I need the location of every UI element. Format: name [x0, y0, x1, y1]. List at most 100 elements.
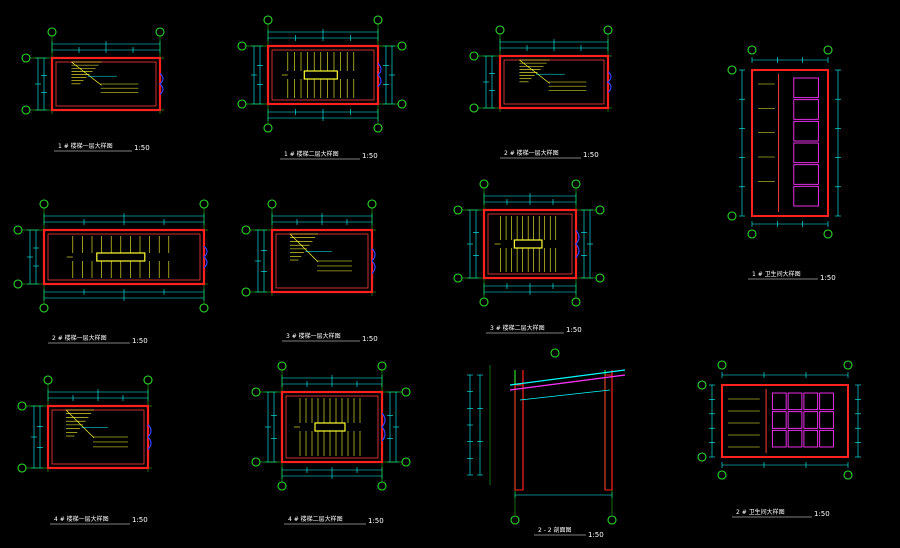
- interior-wall-face: [55, 61, 157, 107]
- drawing-captions: 1 # 楼梯一层大样图 1:50 1 # 楼梯二层大样图 1:50 2 # 楼梯一层大样…: [48, 142, 836, 539]
- grid-axis-bubble: [717, 360, 727, 370]
- toilet-stall: [793, 99, 819, 120]
- caption-title: 4 # 楼梯一层大样图: [54, 515, 109, 523]
- interior-wall-face: [503, 59, 605, 105]
- toilet-exterior-wall: [751, 69, 829, 217]
- toilet-stall: [771, 392, 787, 411]
- stair-plan: [469, 25, 613, 113]
- grid-axis-bubble: [39, 199, 49, 209]
- stair-cut-line: [71, 61, 102, 86]
- grid-axis-bubble: [595, 273, 605, 283]
- section-column: [514, 384, 524, 491]
- grid-axis-bubble: [251, 457, 261, 467]
- grid-axis-bubble: [199, 303, 209, 313]
- caption-title: 2 # 楼梯一层大样图: [52, 334, 107, 342]
- roof-purlin: [519, 389, 611, 401]
- toilet-plan: [697, 360, 861, 480]
- grid-axis-bubble: [241, 287, 251, 297]
- grid-axis-bubble: [277, 361, 287, 371]
- grid-axis-bubble: [199, 199, 209, 209]
- stair-plan: [251, 361, 411, 491]
- grid-axis-bubble: [373, 123, 383, 133]
- plan-drawings: [13, 15, 861, 525]
- door-swing: [377, 62, 382, 88]
- section-drawing: [467, 348, 626, 525]
- stair-plan: [241, 199, 377, 297]
- grid-axis-bubble: [747, 45, 757, 55]
- grid-axis-bubble: [571, 179, 581, 189]
- grid-axis-bubble: [843, 470, 853, 480]
- caption-scale: 1:50: [588, 531, 604, 539]
- roof-line: [509, 369, 626, 386]
- grid-axis-bubble: [397, 41, 407, 51]
- stair-plan: [237, 15, 407, 133]
- grid-axis-bubble: [697, 380, 707, 390]
- section-column: [604, 374, 613, 491]
- grid-axis-bubble: [571, 297, 581, 307]
- door-swing: [607, 71, 612, 93]
- interior-wall-face: [275, 233, 369, 289]
- grid-axis-bubble: [495, 25, 505, 35]
- grid-axis-bubble: [377, 361, 387, 371]
- caption-scale: 1:50: [362, 335, 378, 343]
- caption-title: 2 - 2 剖面图: [538, 526, 572, 534]
- door-swing: [147, 424, 152, 450]
- stair-plan: [21, 27, 165, 115]
- toilet-stall: [787, 392, 803, 411]
- grid-axis-bubble: [373, 15, 383, 25]
- toilet-stall: [793, 164, 819, 185]
- caption-title: 4 # 楼梯二层大样图: [288, 515, 343, 523]
- grid-axis-bubble: [17, 401, 27, 411]
- caption-scale: 1:50: [814, 510, 830, 518]
- grid-axis-bubble: [697, 452, 707, 462]
- toilet-stall: [793, 185, 819, 207]
- door-swing: [371, 248, 376, 274]
- grid-axis-bubble: [401, 387, 411, 397]
- grid-axis-bubble: [717, 470, 727, 480]
- toilet-stall: [819, 392, 834, 411]
- stair-well: [513, 239, 543, 249]
- caption-scale: 1:50: [132, 337, 148, 345]
- toilet-stall: [819, 411, 834, 429]
- toilet-stall: [787, 429, 803, 448]
- caption-title: 1 # 楼梯一层大样图: [58, 142, 113, 150]
- grid-axis-bubble: [263, 15, 273, 25]
- grid-axis-bubble: [727, 211, 737, 221]
- grid-axis-bubble: [453, 273, 463, 283]
- stair-well: [96, 252, 146, 262]
- grid-axis-bubble: [367, 199, 377, 209]
- caption-title: 1 # 楼梯二层大样图: [284, 150, 339, 158]
- grid-axis-bubble: [277, 481, 287, 491]
- stair-plan: [453, 179, 605, 307]
- grid-axis-bubble: [510, 515, 520, 525]
- grid-axis-bubble: [469, 51, 479, 61]
- stair-cut-line: [65, 409, 95, 439]
- grid-axis-bubble: [17, 463, 27, 473]
- toilet-stall: [793, 77, 819, 99]
- grid-axis-bubble: [453, 205, 463, 215]
- caption-title: 1 # 卫生间大样图: [752, 270, 801, 278]
- stair-well: [314, 422, 346, 432]
- grid-axis-bubble: [155, 27, 165, 37]
- grid-axis-bubble: [747, 229, 757, 239]
- caption-title: 2 # 楼梯一层大样图: [504, 149, 559, 157]
- toilet-stall: [787, 411, 803, 429]
- grid-axis-bubble: [21, 53, 31, 63]
- grid-axis-bubble: [823, 229, 833, 239]
- toilet-stall: [803, 411, 819, 429]
- interior-wall-face: [271, 49, 375, 101]
- grid-axis-bubble: [263, 123, 273, 133]
- grid-axis-bubble: [237, 41, 247, 51]
- toilet-stall: [793, 120, 819, 142]
- toilet-stall: [819, 429, 834, 448]
- stair-plan: [13, 199, 209, 313]
- grid-axis-bubble: [607, 515, 617, 525]
- grid-axis-bubble: [603, 25, 613, 35]
- grid-axis-bubble: [43, 375, 53, 385]
- toilet-stall: [771, 411, 787, 429]
- grid-axis-bubble: [241, 225, 251, 235]
- toilet-stall: [793, 142, 819, 164]
- grid-axis-bubble: [39, 303, 49, 313]
- grid-axis-bubble: [21, 105, 31, 115]
